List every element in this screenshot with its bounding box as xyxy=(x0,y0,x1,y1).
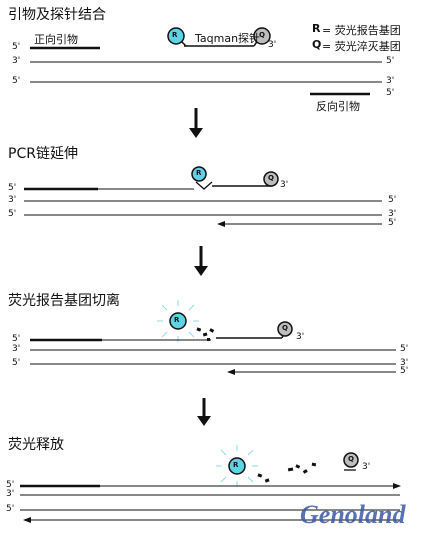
step4-end-5c: 5' xyxy=(6,504,15,514)
step1-reporter-letter: R xyxy=(172,31,178,39)
step4-strands xyxy=(20,483,401,523)
step1-end-5c: 5' xyxy=(12,76,21,86)
step1-title: 引物及探针结合 xyxy=(8,7,106,23)
step1-end-5a: 5' xyxy=(12,42,21,52)
step2-end-3b: 3' xyxy=(388,209,397,219)
step4-quencher-circle xyxy=(343,452,359,468)
step3-reporter-glow xyxy=(157,300,199,342)
step4-end-5a: 5' xyxy=(6,480,15,490)
genoland-watermark: Genoland xyxy=(300,500,406,529)
step2-reporter-circle xyxy=(191,166,207,182)
step2-title: PCR链延伸 xyxy=(8,146,78,162)
step3-end-3b: 3' xyxy=(400,358,409,368)
step3-cleaved-fragments xyxy=(196,327,215,341)
step1-end-3b: 3' xyxy=(386,76,395,86)
step1-quencher-letter: Q xyxy=(259,31,265,39)
probe-label: Taqman探针 xyxy=(195,32,261,45)
step3-quencher-letter: Q xyxy=(282,324,288,332)
step2-end-5d: 5' xyxy=(388,218,397,228)
step4-probe-end-3: 3' xyxy=(362,462,371,472)
step1-end-5b: 5' xyxy=(386,56,395,66)
step2-end-5b: 5' xyxy=(388,195,397,205)
step2-end-3a: 3' xyxy=(8,195,17,205)
step3-end-3a: 3' xyxy=(12,344,21,354)
step4-reporter-letter: R xyxy=(233,461,239,469)
step2-reporter-letter: R xyxy=(196,169,202,177)
step1-end-5d: 5' xyxy=(386,88,395,98)
step1-probe-end-3: 3' xyxy=(268,40,277,50)
step2-strands xyxy=(24,180,382,227)
step1-reporter-circle xyxy=(167,27,185,45)
step2-end-5a: 5' xyxy=(8,183,17,193)
step4-end-3a: 3' xyxy=(6,489,15,499)
step2-quencher-circle xyxy=(263,171,279,187)
step2-end-5c: 5' xyxy=(8,209,17,219)
step3-probe-end-3: 3' xyxy=(296,332,305,342)
forward-primer-label: 正向引物 xyxy=(34,33,78,46)
down-arrow-2 xyxy=(194,246,208,276)
step4-title: 荧光释放 xyxy=(8,437,64,453)
legend-q-text: = 荧光淬灭基团 xyxy=(322,40,401,53)
step3-end-5a: 5' xyxy=(12,334,21,344)
legend-r-symbol: R xyxy=(312,22,321,35)
step3-strands xyxy=(30,332,396,375)
step4-reporter-circle xyxy=(228,457,246,475)
step3-end-5b: 5' xyxy=(400,344,409,354)
step3-end-5d: 5' xyxy=(400,366,409,376)
reverse-primer-label: 反向引物 xyxy=(316,100,360,113)
step3-reporter-letter: R xyxy=(174,316,180,324)
step3-reporter-circle xyxy=(169,312,187,330)
down-arrow-3 xyxy=(197,398,211,426)
step2-quencher-letter: Q xyxy=(268,174,274,182)
legend-q-symbol: Q xyxy=(312,38,322,51)
step3-quencher-circle xyxy=(277,321,293,337)
step3-end-5c: 5' xyxy=(12,358,21,368)
down-arrow-1 xyxy=(189,108,203,138)
legend-r-text: = 荧光报告基团 xyxy=(322,24,401,37)
step4-cleaved-fragments xyxy=(257,462,356,483)
step2-probe-end-3: 3' xyxy=(280,180,289,190)
step3-title: 荧光报告基团切离 xyxy=(8,293,120,309)
step4-quencher-letter: Q xyxy=(348,455,354,463)
step1-quencher-circle xyxy=(253,27,271,45)
step1-end-3a: 3' xyxy=(12,56,21,66)
